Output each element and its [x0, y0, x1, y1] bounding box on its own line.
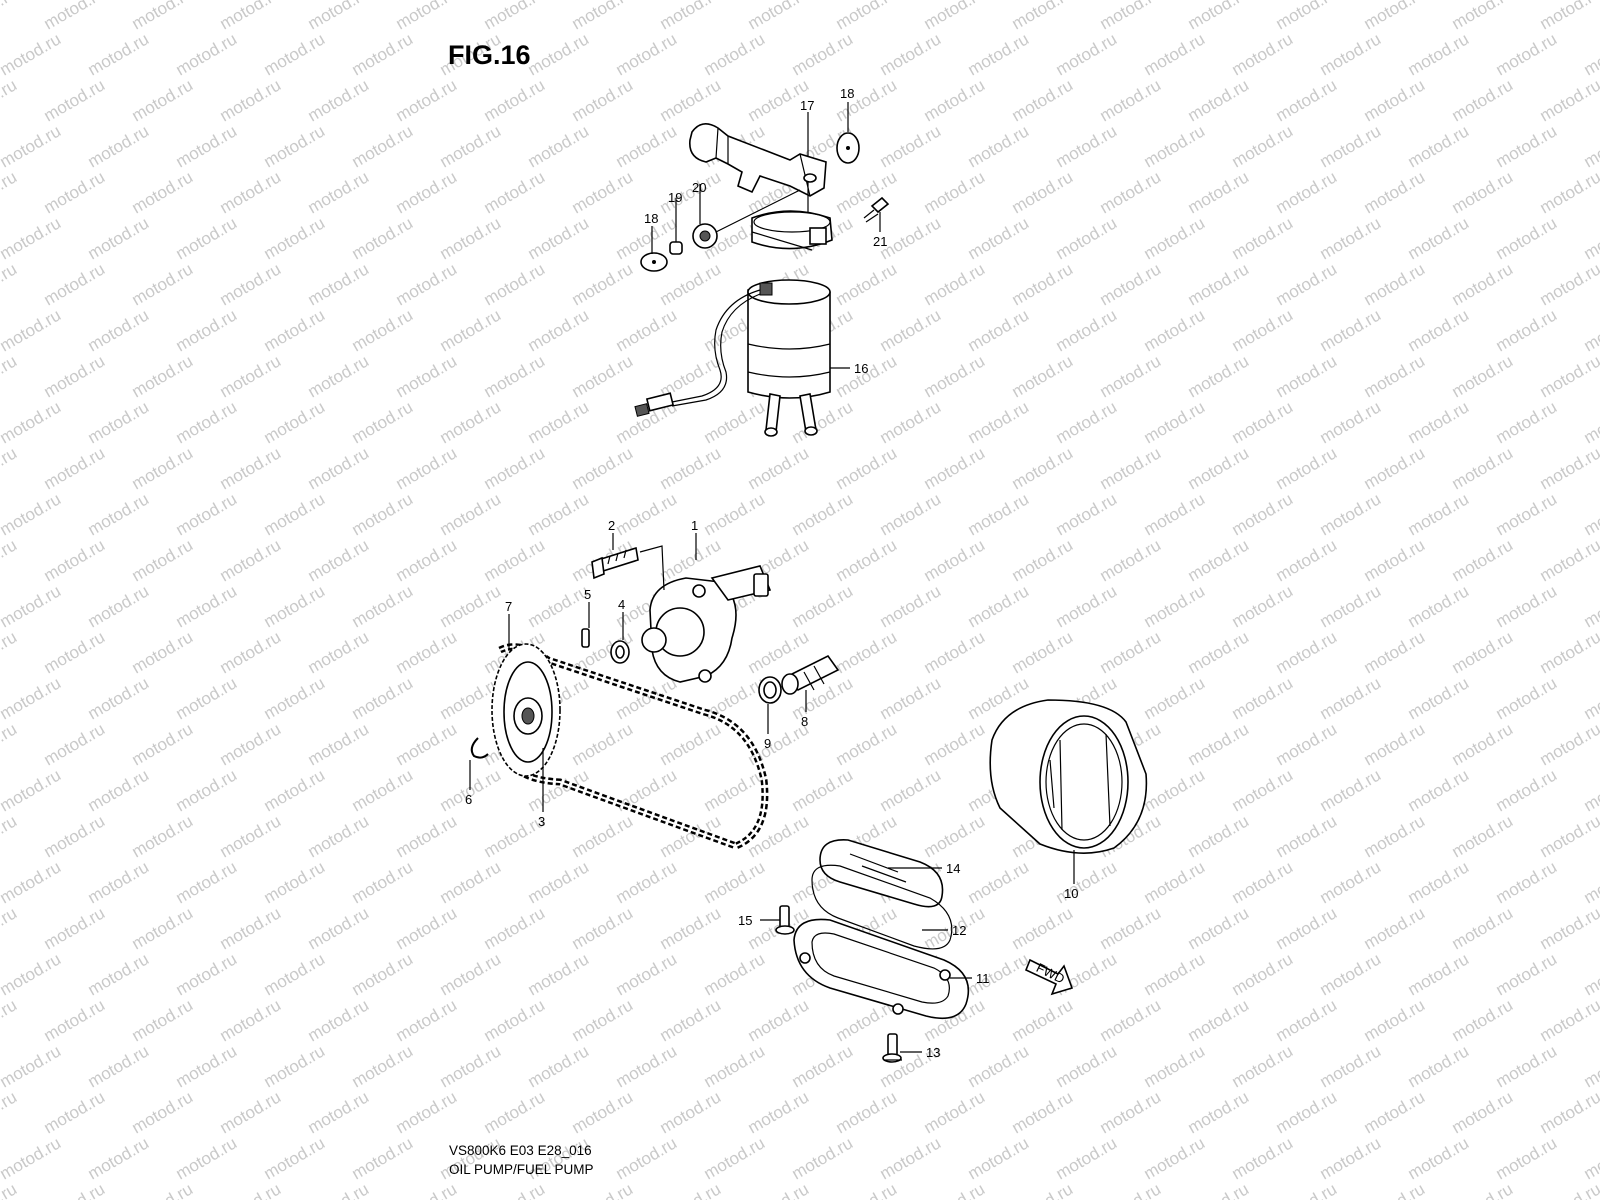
- cover-14: [819, 839, 944, 908]
- gasket-12: [811, 864, 953, 950]
- fuel-pump-clamp-band: [751, 210, 833, 251]
- oil-pressure-switch-8: [781, 654, 840, 695]
- callout-19: 19: [668, 190, 682, 205]
- callout-12: 12: [952, 923, 966, 938]
- callout-20: 20: [692, 180, 706, 195]
- leader-lines: [469, 102, 1075, 1053]
- callout-11: 11: [976, 971, 990, 986]
- sprocket-7: [491, 643, 561, 777]
- washer-18-right: [836, 132, 860, 164]
- callout-8: 8: [801, 714, 808, 729]
- oil-pan-11: [793, 918, 970, 1020]
- screw-21: [863, 196, 890, 223]
- bolt-15: [775, 905, 795, 935]
- callout-1: 1: [691, 518, 698, 533]
- callout-15: 15: [738, 913, 752, 928]
- callout-13: 13: [926, 1045, 940, 1060]
- bolt-2: [591, 545, 665, 591]
- callout-4: 4: [618, 597, 625, 612]
- callout-5: 5: [584, 587, 591, 602]
- pin-5: [581, 628, 590, 648]
- callout-21: 21: [873, 234, 887, 249]
- oil-pump-body: [641, 565, 772, 683]
- fuel-pump-bracket: [689, 123, 827, 237]
- callout-7: 7: [505, 599, 512, 614]
- callout-16: 16: [854, 361, 868, 376]
- oil-filter-10: [989, 699, 1148, 854]
- figure-name: OIL PUMP/FUEL PUMP: [449, 1162, 594, 1177]
- figure-title: FIG.16: [448, 40, 531, 70]
- callout-17: 17: [800, 98, 814, 113]
- callout-18-right: 18: [840, 86, 854, 101]
- forward-arrow-icon: FWD: [1024, 958, 1074, 996]
- callout-9: 9: [764, 736, 771, 751]
- callout-10: 10: [1064, 886, 1078, 901]
- callout-2: 2: [608, 518, 615, 533]
- figure-code: VS800K6 E03 E28_016: [449, 1143, 592, 1158]
- callout-18-left: 18: [644, 211, 658, 226]
- callout-14: 14: [946, 861, 960, 876]
- circlip-6: [470, 737, 489, 759]
- fwd-label: FWD: [1034, 960, 1067, 986]
- callout-labels: 1 2 3 4 5 6 7 8 9 10 11 12 13 14 15 16 1…: [465, 86, 1078, 1060]
- washer-18-left: [640, 252, 668, 272]
- o-ring-9: [758, 676, 782, 704]
- callout-6: 6: [465, 792, 472, 807]
- grommet-20: [692, 189, 801, 249]
- collar-19: [669, 241, 683, 255]
- fuel-pump-body: [747, 279, 831, 437]
- callout-3: 3: [538, 814, 545, 829]
- bolt-13: [882, 1033, 902, 1063]
- fuel-pump-wiring: [634, 289, 761, 417]
- o-ring-4: [610, 640, 630, 664]
